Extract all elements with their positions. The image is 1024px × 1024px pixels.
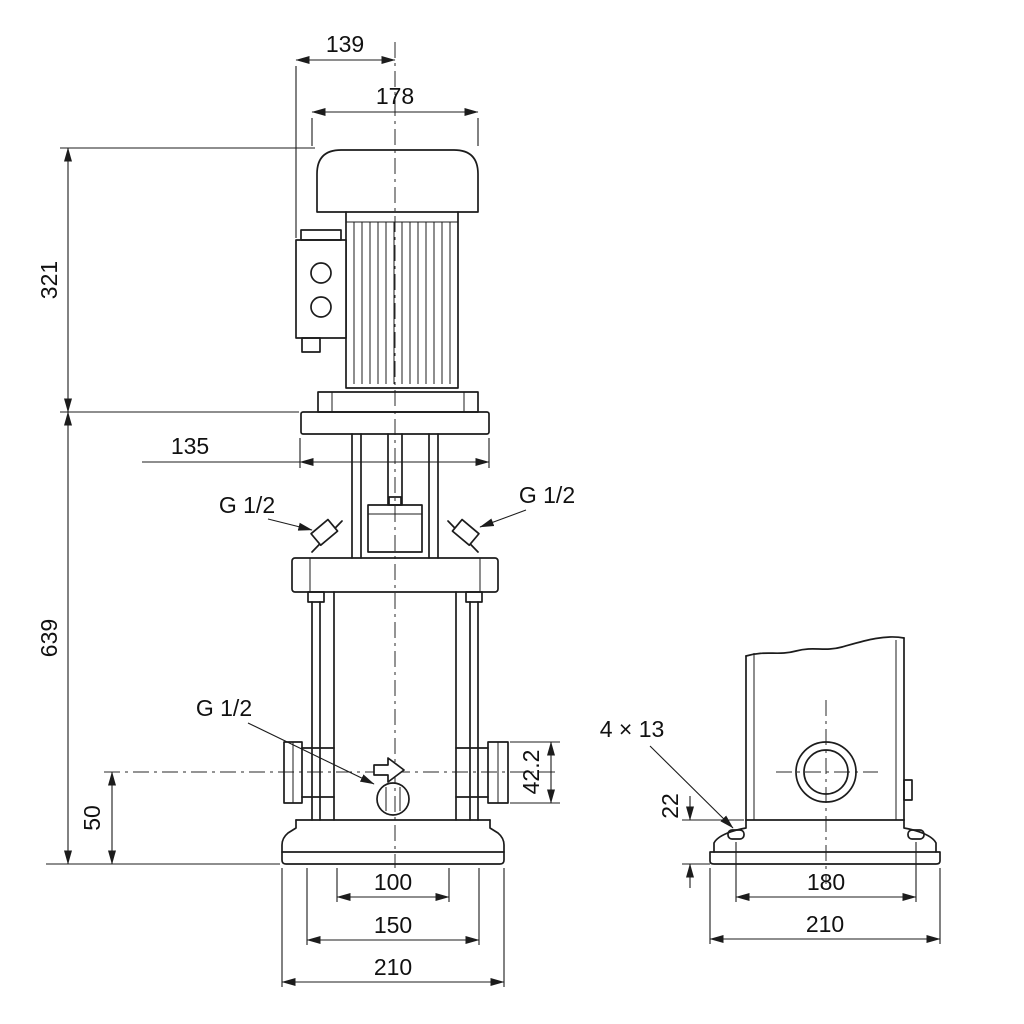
terminal-box-screw-top: [310, 262, 332, 284]
coupling-flange: [300, 411, 490, 435]
ext-lines-210-side: [709, 868, 941, 944]
bolt-slot-left: [727, 829, 745, 840]
ext-lines-22: [682, 819, 744, 865]
side-drain-boss: [903, 779, 913, 801]
side-body-outline: [745, 637, 905, 821]
lantern: [310, 433, 480, 559]
pump-sleeve: [333, 591, 457, 821]
bolt-slot-right: [907, 829, 925, 840]
motor-fins: [353, 222, 451, 384]
dim-label-150: 150: [374, 912, 412, 938]
gauge-plug-left: [310, 518, 339, 547]
ext-lines-180: [735, 842, 917, 902]
side-base-skirt: [713, 819, 937, 853]
dim-label-135: 135: [171, 433, 209, 459]
port-circle-outer: [795, 741, 857, 803]
dim-label-321: 321: [36, 261, 62, 299]
leader-gauge-plug-right: [479, 509, 527, 528]
dim-label-50: 50: [79, 805, 105, 831]
terminal-box-screw-bottom: [310, 296, 332, 318]
leader-gauge-plug-left: [267, 518, 313, 531]
ext-lines-135: [299, 438, 490, 468]
drain-plug: [376, 782, 410, 816]
staybolt-nut-right: [465, 591, 483, 603]
ext-lines-178: [311, 118, 479, 146]
dimensions: 139 178 321 639 50 135 G 1/2 G 1/2 G 1/2: [36, 31, 941, 987]
side-base-slab: [709, 851, 941, 865]
pump-base: [281, 819, 505, 865]
label-gauge-plug-right: G 1/2: [519, 482, 575, 508]
ext-lines-150: [306, 868, 480, 945]
base-skirt: [281, 819, 505, 853]
ports: [283, 741, 509, 816]
port-right-pipe: [455, 747, 489, 798]
motor: [295, 149, 490, 435]
port-left-pipe: [301, 747, 335, 798]
lantern-columns: [351, 433, 439, 559]
centerlines: [104, 42, 878, 884]
terminal-box-lid: [300, 229, 342, 241]
port-circle-inner: [803, 749, 849, 795]
break-line: [745, 636, 905, 657]
motor-fan-cover: [316, 149, 479, 213]
dim-label-180: 180: [807, 869, 845, 895]
dim-label-210-side: 210: [806, 911, 844, 937]
front-view: [281, 149, 509, 865]
label-drain-plug: G 1/2: [196, 695, 252, 721]
dim-label-42-2: 42.2: [518, 750, 544, 795]
pump-head-flange: [291, 557, 499, 593]
side-body-inner-lines: [753, 640, 897, 820]
ext-lines-210-front: [281, 868, 505, 987]
head-flange-bolts: [309, 558, 481, 592]
staybolts: [311, 601, 479, 821]
dim-label-178: 178: [376, 83, 414, 109]
dim-label-139: 139: [326, 31, 364, 57]
side-view: [709, 636, 941, 865]
base-slab: [281, 851, 505, 865]
ext-lines-321: [60, 147, 315, 413]
staybolt-nut-left: [307, 591, 325, 603]
motor-flange: [317, 391, 479, 413]
gauge-plug-right: [451, 518, 480, 547]
drain-plug-hex-flats: [385, 787, 401, 811]
dim-label-22: 22: [657, 793, 683, 819]
dim-label-100: 100: [374, 869, 412, 895]
pump-shaft: [387, 433, 403, 506]
label-gauge-plug-left: G 1/2: [219, 492, 275, 518]
dim-label-210-front: 210: [374, 954, 412, 980]
leader-bolt-holes: [649, 745, 734, 829]
flow-direction-arrow: [373, 757, 405, 783]
coupling-screw: [388, 496, 402, 506]
pump-body: [291, 557, 499, 821]
side-base: [709, 819, 941, 865]
cable-gland: [301, 337, 321, 353]
motor-flange-bolts: [331, 392, 465, 412]
leader-drain-plug: [247, 722, 375, 785]
terminal-box: [295, 239, 347, 339]
dim-label-639: 639: [36, 619, 62, 657]
label-bolt-holes: 4 × 13: [600, 716, 665, 742]
